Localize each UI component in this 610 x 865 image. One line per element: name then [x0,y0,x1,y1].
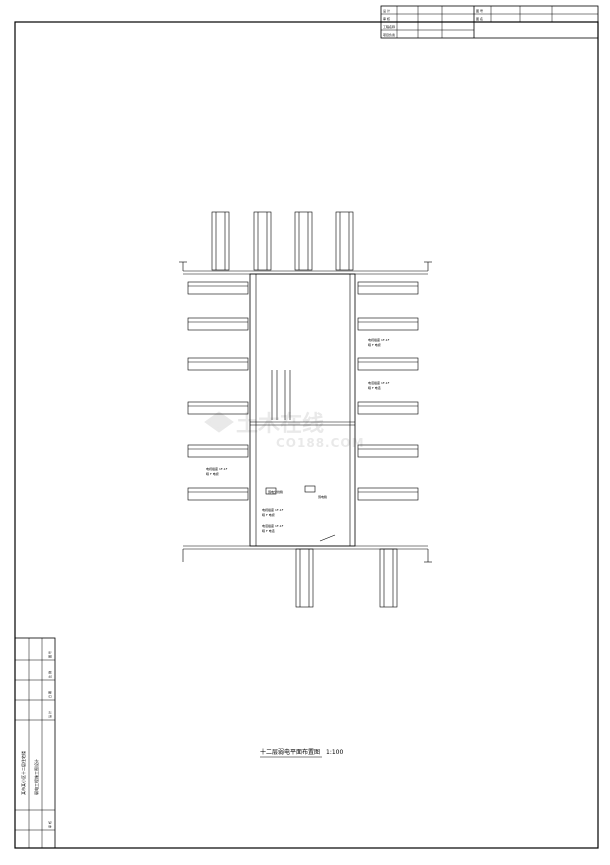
side-cell-3: 日 期 [47,691,52,698]
side-cell-4: 设 计 [47,711,52,718]
annotation-right-2: 电话插座 1F-1F [368,380,390,385]
tb-cell-1: 设 计 [383,8,390,13]
tb-cell-5: 项目负责 [383,32,395,37]
annotation-right-1: 电视插座 1F-1F [368,337,390,342]
watermark-sub: CO188.COM [276,436,365,450]
side-cell-2: 比 例 [47,671,52,678]
annotation-low-2: 电话插座 1F-1F [262,523,284,528]
annotation-left-1: 电视插座 1F-1F [206,466,228,471]
drawing-title-text: 十二层弱电平面布置图 [260,748,320,756]
annotation-low-1b: 暗 F 电视 [262,512,275,517]
annotation-low-1: 电视插座 1F-1F [262,507,284,512]
watermark: 土木在线 CO188.COM [204,411,365,450]
bottom-bays [295,548,398,608]
tb-cell-2: 审 核 [383,16,390,21]
side-cell-5: 审 核 [47,821,52,828]
drawing-frame [14,21,599,849]
annotation-left-1b: 暗 F 电视 [206,471,219,476]
annotation-center-2: 弱电箱 [318,494,327,499]
annotation-low-2b: 暗 F 电话 [262,528,275,533]
floor-plan [179,211,432,608]
annotation-right-2b: 暗 F 电话 [368,385,381,390]
top-bays [211,211,354,271]
tb-cell-4: 工程名称 [383,24,395,29]
side-project-text: 某市某小区十二层住宅楼 [20,751,26,795]
title-block: 设 计 审 核 图 号 工程名称 项目负责 图 名 [380,5,599,39]
tb-cell-3: 图 号 [476,8,483,13]
annotation-right-1b: 暗 F 电视 [368,342,381,347]
watermark-text: 土木在线 [236,411,324,437]
side-block: 某市某小区十二层住宅楼 弱电工程施工图设计 图 号 比 例 日 期 设 计 审 … [14,637,56,849]
annotation-center-1: 弱电分线箱 [268,489,283,494]
side-drawing-text: 弱电工程施工图设计 [33,759,39,795]
drawing-scale: 1:100 [326,749,343,756]
right-bays [357,281,419,501]
drawing-title: 十二层弱电平面布置图 1:100 [260,748,343,758]
tb-cell-6: 图 名 [476,16,483,21]
left-bays [187,281,249,501]
annotations: 电视插座 1F-1F 暗 F 电视 电话插座 1F-1F 暗 F 电话 电视插座… [206,337,390,533]
side-cell-1: 图 号 [47,651,52,658]
